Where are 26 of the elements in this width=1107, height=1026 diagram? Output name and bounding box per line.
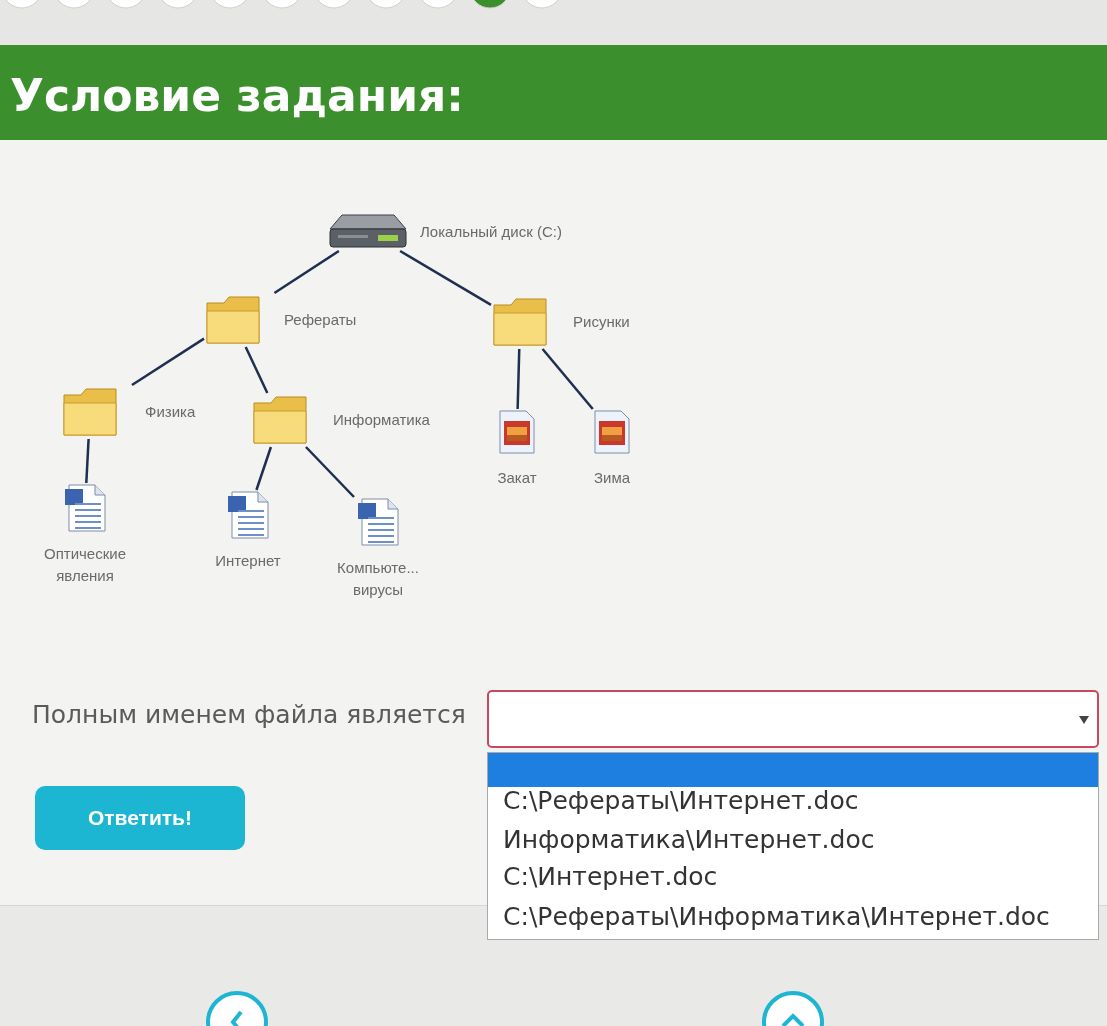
question-text: Полным именем файла является xyxy=(32,700,466,729)
connector-line xyxy=(244,346,269,394)
connector-line xyxy=(399,249,492,306)
file-name-label: Рефераты xyxy=(284,310,357,331)
connector-line xyxy=(255,446,273,491)
file-name-label: Интернет xyxy=(215,551,281,571)
connector-line xyxy=(305,446,355,498)
connector-line xyxy=(131,337,205,387)
file-name-label: Физика xyxy=(145,402,196,423)
page-title: Условие задания: xyxy=(10,70,464,121)
answer-button: Ответить! xyxy=(35,786,245,850)
file-name-label: Зима xyxy=(593,468,631,488)
dropdown-option: C:\Рефераты\Информатика\Интернет.doc xyxy=(503,902,1050,931)
file-name-label: Информатика xyxy=(333,410,430,431)
dropdown-option: C:\Интернет.doc xyxy=(503,862,718,891)
connector-line xyxy=(85,438,90,484)
file-name-label: Компьюте... вирусы xyxy=(336,558,420,600)
connector-line xyxy=(541,348,594,410)
dropdown-option: C:\Рефераты\Интернет.doc xyxy=(503,786,859,815)
file-name-label: Закат xyxy=(497,468,537,488)
dropdown-option: Информатика\Интернет.doc xyxy=(503,825,875,854)
file-name-label: Локальный диск (C:) xyxy=(420,222,562,243)
connector-line xyxy=(516,348,521,410)
file-name-label: Рисунки xyxy=(573,312,630,333)
file-name-label: Оптические явления xyxy=(43,544,127,586)
connector-line xyxy=(273,249,340,295)
